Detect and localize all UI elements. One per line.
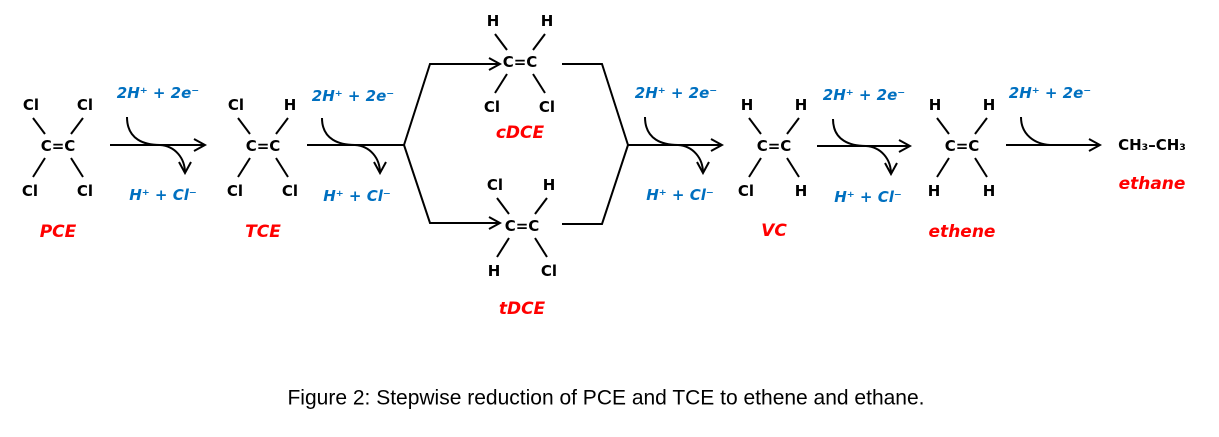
- tce-substituent-bl: Cl: [227, 182, 243, 200]
- ethene-bond-br: [974, 157, 988, 178]
- ethene-substituent-bl: H: [928, 182, 941, 200]
- tdce-bond-tr: [534, 197, 548, 215]
- cdce-substituent-bl: Cl: [484, 98, 500, 116]
- pce-bond-br: [70, 157, 84, 178]
- line-from-cdce: [562, 63, 629, 146]
- pce-label: PCE: [40, 222, 77, 242]
- ethane-formula: CH₃–CH₃: [1118, 136, 1186, 154]
- tce-substituent-tl: Cl: [228, 96, 244, 114]
- cdce-bond-bl: [494, 73, 508, 94]
- ethene-bond-bl: [936, 157, 950, 178]
- reagent-out-1: H⁺ + Cl⁻: [129, 186, 197, 204]
- tce-core: C=C: [246, 137, 281, 155]
- tce-label: TCE: [245, 222, 281, 242]
- vc-core: C=C: [757, 137, 792, 155]
- tce-substituent-tr: H: [284, 96, 297, 114]
- tce-bond-br: [275, 157, 289, 178]
- reagent-in-3: 2H⁺ + 2e⁻: [635, 84, 717, 102]
- reagent-in-5: 2H⁺ + 2e⁻: [1009, 84, 1091, 102]
- cdce-substituent-tr: H: [541, 12, 554, 30]
- tdce-bond-tl: [496, 197, 510, 215]
- tdce-substituent-tl: Cl: [487, 176, 503, 194]
- tdce-substituent-tr: H: [543, 176, 556, 194]
- ethene-bond-tl: [936, 117, 950, 135]
- tdce-substituent-br: Cl: [541, 262, 557, 280]
- figure-caption: Figure 2: Stepwise reduction of PCE and …: [287, 387, 924, 410]
- tce-substituent-br: Cl: [282, 182, 298, 200]
- pce-substituent-tl: Cl: [23, 96, 39, 114]
- curved-arrow-2: [321, 117, 380, 173]
- tdce-label: tDCE: [499, 299, 546, 319]
- pce-bond-bl: [32, 157, 46, 178]
- reagent-out-3: H⁺ + Cl⁻: [646, 186, 714, 204]
- tdce-bond-bl: [496, 237, 510, 258]
- reagent-in-4: 2H⁺ + 2e⁻: [823, 86, 905, 104]
- vc-substituent-tr: H: [795, 96, 808, 114]
- ethene-substituent-tr: H: [983, 96, 996, 114]
- tdce-bond-br: [534, 237, 548, 258]
- vc-bond-br: [786, 157, 800, 178]
- vc-substituent-tl: H: [741, 96, 754, 114]
- pce-substituent-bl: Cl: [22, 182, 38, 200]
- vc-bond-tl: [748, 117, 762, 135]
- curved-arrow-4: [832, 118, 891, 174]
- cdce-bond-tl: [494, 33, 508, 51]
- line-from-tdce: [562, 144, 629, 225]
- arrow-to-tdce: [403, 144, 500, 223]
- reagent-in-1: 2H⁺ + 2e⁻: [117, 84, 199, 102]
- tce-bond-bl: [237, 157, 251, 178]
- ethene-bond-tr: [974, 117, 988, 135]
- vc-substituent-bl: Cl: [738, 182, 754, 200]
- cdce-label: cDCE: [496, 123, 545, 143]
- ethene-label: ethene: [929, 222, 996, 242]
- pce-bond-tr: [70, 117, 84, 135]
- tce-bond-tl: [237, 117, 251, 135]
- pce-substituent-tr: Cl: [77, 96, 93, 114]
- cdce-bond-tr: [532, 33, 546, 51]
- pce-bond-tl: [32, 117, 46, 135]
- tdce-core: C=C: [505, 217, 540, 235]
- vc-substituent-br: H: [795, 182, 808, 200]
- ethene-core: C=C: [945, 137, 980, 155]
- cdce-bond-br: [532, 73, 546, 94]
- cdce-core: C=C: [503, 53, 538, 71]
- vc-bond-tr: [786, 117, 800, 135]
- reagent-out-4: H⁺ + Cl⁻: [834, 188, 902, 206]
- curved-arrow-1: [126, 116, 185, 173]
- cdce-substituent-br: Cl: [539, 98, 555, 116]
- tdce-substituent-bl: H: [488, 262, 501, 280]
- pce-substituent-br: Cl: [77, 182, 93, 200]
- reagent-in-2: 2H⁺ + 2e⁻: [312, 87, 394, 105]
- ethene-substituent-br: H: [983, 182, 996, 200]
- curved-arrow-5: [1020, 116, 1051, 146]
- vc-label: VC: [761, 221, 787, 241]
- vc-bond-bl: [748, 157, 762, 178]
- pce-core: C=C: [41, 137, 76, 155]
- tce-bond-tr: [275, 117, 289, 135]
- cdce-substituent-tl: H: [487, 12, 500, 30]
- reagent-out-2: H⁺ + Cl⁻: [323, 187, 391, 205]
- ethane-label: ethane: [1119, 174, 1186, 194]
- curved-arrow-3: [644, 116, 703, 173]
- ethene-substituent-tl: H: [929, 96, 942, 114]
- arrow-to-cdce: [403, 64, 500, 146]
